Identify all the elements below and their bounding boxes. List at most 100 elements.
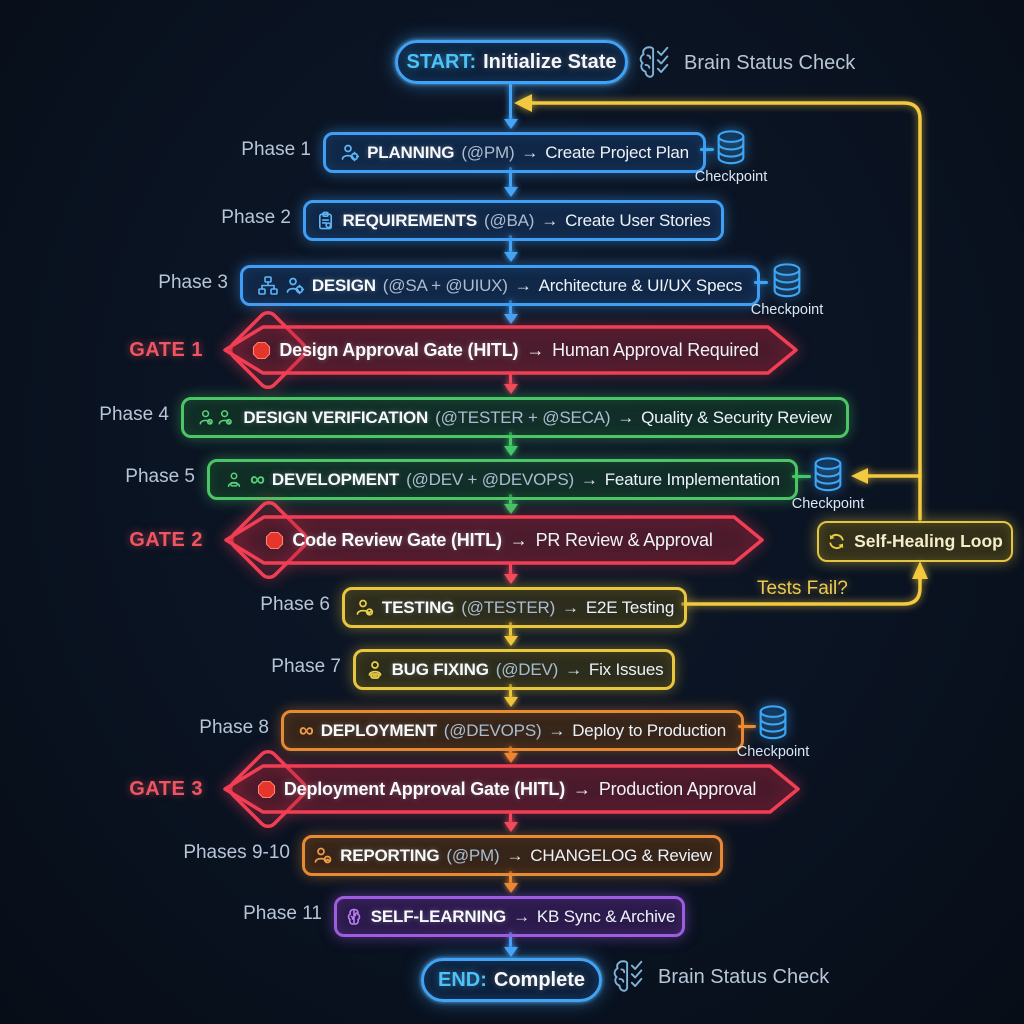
refresh-loop-icon (827, 532, 846, 551)
arrow-text: → (562, 597, 579, 617)
gate-title: Code Review Gate (HITL) (292, 529, 502, 550)
phase-title: DESIGN (311, 275, 376, 295)
phase-task: Create User Stories (565, 210, 711, 230)
person-gear-icon (340, 143, 360, 163)
arrow-phase1-to-phase2 (503, 167, 518, 197)
phase-agents: (@PM) (446, 845, 500, 865)
phase-agents: (@TESTER + @SECA) (435, 407, 611, 427)
gate-title: Design Approval Gate (HITL) (279, 339, 519, 360)
gate-task: PR Review & Approval (535, 529, 713, 550)
gate-label: GATE 2 (129, 529, 203, 551)
checkpoint-phase8: Checkpoint (731, 704, 815, 760)
person-bug-icon (365, 660, 385, 680)
end-title: Complete (493, 968, 585, 991)
phase-box-deployment: ∞ DEPLOYMENT (@DEVOPS) → Deploy to Produ… (281, 710, 744, 751)
arrow-text: → (521, 142, 539, 162)
phase-agents: (@BA) (484, 210, 535, 230)
end-node: END: Complete (421, 958, 602, 1002)
org-chart-icon (258, 275, 278, 296)
arrow-text: → (514, 275, 532, 295)
infinity-icon: ∞ (250, 468, 265, 491)
database-icon (756, 704, 790, 742)
self-healing-loop-box: Self-Healing Loop (817, 521, 1013, 562)
phase-title: PLANNING (367, 142, 455, 162)
phase-box-development: ∞ DEVELOPMENT (@DEV + @DEVOPS) → Feature… (207, 459, 798, 500)
stop-sign-icon (252, 341, 271, 360)
phase-title: DESIGN VERIFICATION (243, 407, 429, 427)
arrow-text: → (513, 906, 530, 926)
phase-task: Architecture & UI/UX Specs (538, 275, 743, 295)
phase-title: REQUIREMENTS (342, 210, 477, 230)
phase-title: SELF-LEARNING (370, 906, 507, 926)
brain-status-check-bottom: Brain Status Check (610, 958, 829, 996)
gate2-content: Code Review Gate (HITL) → PR Review & Ap… (256, 524, 722, 556)
phase-task: Feature Implementation (604, 469, 780, 489)
checkpoint-connector (700, 148, 714, 151)
arrow-gate3-to-reporting (503, 813, 518, 832)
phase-title: DEVELOPMENT (271, 469, 400, 489)
gate-title: Deployment Approval Gate (HITL) (283, 778, 566, 799)
brain-check-icon (610, 958, 648, 996)
arrow-text: → (573, 778, 591, 799)
checkpoint-label: Checkpoint (736, 744, 810, 760)
gate1-content: Design Approval Gate (HITL) → Human Appr… (252, 334, 759, 366)
phase-task: CHANGELOG & Review (530, 845, 712, 865)
database-icon (811, 456, 845, 494)
self-healing-loop-label: Self-Healing Loop (854, 531, 1003, 551)
phase-agents: (@DEVOPS) (443, 720, 542, 740)
database-icon (770, 262, 804, 300)
gate-label: GATE 1 (129, 339, 203, 361)
person-chart-icon (313, 846, 333, 866)
phase-label: Phase 3 (158, 272, 228, 293)
arrow-text: → (506, 845, 524, 865)
arrow-text: → (565, 659, 582, 679)
brain-status-label: Brain Status Check (684, 51, 856, 74)
phase-box-requirements: REQUIREMENTS (@BA) → Create User Stories (303, 200, 724, 241)
arrow-gate2-to-phase6 (503, 564, 518, 584)
end-prefix: END: (437, 968, 487, 991)
arrow-text: → (617, 407, 635, 427)
gate-task: Human Approval Required (552, 339, 759, 360)
phase-agents: (@SA + @UIUX) (382, 275, 508, 295)
arrow-phase7-to-phase8 (503, 684, 518, 707)
clipboard-search-icon (316, 211, 335, 231)
phase-title: TESTING (381, 597, 455, 617)
gate3-content: Deployment Approval Gate (HITL) → Produc… (255, 773, 758, 805)
person-gear-icon (285, 276, 305, 296)
arrow-gate1-to-phase4 (503, 374, 518, 394)
phase-title: BUG FIXING (391, 659, 489, 679)
stop-sign-icon (257, 780, 276, 799)
brain-status-check-top: Brain Status Check (636, 44, 855, 82)
start-title: Initialize State (483, 50, 617, 73)
phase-label: Phase 1 (241, 139, 311, 160)
start-prefix: START: (406, 50, 477, 73)
phase-label: Phase 7 (271, 656, 341, 677)
person-icon (225, 470, 243, 490)
gate2-shape (224, 500, 764, 580)
phase-box-testing: TESTING (@TESTER) → E2E Testing (342, 587, 687, 628)
phase-agents: (@TESTER) (461, 597, 556, 617)
phase-agents: (@PM) (461, 142, 515, 162)
arrow-text: → (548, 720, 566, 740)
phase-box-design: DESIGN (@SA + @UIUX) → Architecture & UI… (240, 265, 760, 306)
gate3-shape (223, 749, 800, 829)
phase-task: Fix Issues (588, 659, 664, 679)
phase-task: Quality & Security Review (641, 407, 832, 427)
arrow-text: → (580, 469, 598, 489)
phase-box-reporting: REPORTING (@PM) → CHANGELOG & Review (302, 835, 723, 876)
phase-task: Create Project Plan (545, 142, 689, 162)
phase-label: Phase 6 (260, 594, 330, 615)
checkpoint-connector (754, 281, 768, 284)
checkpoint-connector (792, 475, 811, 478)
infinity-icon: ∞ (298, 719, 314, 742)
arrow-phase2-to-phase3 (503, 235, 518, 262)
phase-box-planning: PLANNING (@PM) → Create Project Plan (323, 132, 706, 173)
checkpoint-connector (738, 725, 756, 728)
tests-fail-label: Tests Fail? (757, 578, 848, 599)
checkpoint-phase3: Checkpoint (745, 262, 829, 318)
brain-icon (344, 907, 364, 927)
phase-task: E2E Testing (585, 597, 675, 617)
phase-agents: (@DEV) (495, 659, 559, 679)
arrow-text: → (541, 210, 559, 230)
